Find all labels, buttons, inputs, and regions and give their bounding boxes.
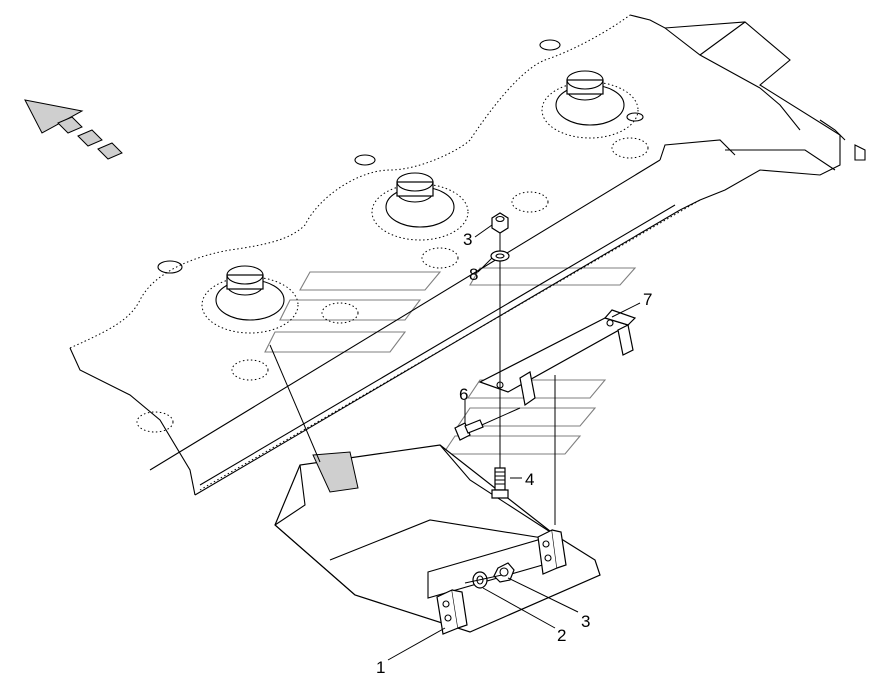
disc-hub-middle <box>371 172 469 241</box>
cutter-bar-frame <box>69 14 866 496</box>
callout-1: 1 <box>376 658 385 677</box>
nut-lower <box>493 562 515 583</box>
callout-4: 4 <box>525 470 534 489</box>
watermark-stripes <box>264 267 637 455</box>
leader-3-upper <box>474 224 493 238</box>
bracket-right <box>537 529 567 575</box>
leader-2 <box>482 587 556 629</box>
callout-3-upper: 3 <box>463 230 472 249</box>
leader-1 <box>387 627 446 661</box>
bearing-rings <box>136 39 649 433</box>
assembly-axis-guard <box>269 344 321 463</box>
support-strap <box>478 309 637 407</box>
bolt-side <box>454 419 484 441</box>
callout-6: 6 <box>459 385 468 404</box>
direction-arrow-icon <box>24 99 123 160</box>
nut-upper <box>491 212 509 234</box>
disc-hub-right <box>541 70 639 139</box>
callout-3-lower: 3 <box>581 612 590 631</box>
leader-8 <box>477 257 493 273</box>
callout-2: 2 <box>557 626 566 645</box>
bracket-left <box>436 589 468 635</box>
assembly-axis-lower <box>464 574 503 584</box>
callout-8: 8 <box>469 265 478 284</box>
disc-hub-left <box>201 265 299 334</box>
washer-upper <box>490 250 510 262</box>
bolt-vertical <box>491 467 509 499</box>
callout-7: 7 <box>643 290 652 309</box>
leader-7 <box>611 302 641 318</box>
leader-3-lower <box>507 577 579 613</box>
